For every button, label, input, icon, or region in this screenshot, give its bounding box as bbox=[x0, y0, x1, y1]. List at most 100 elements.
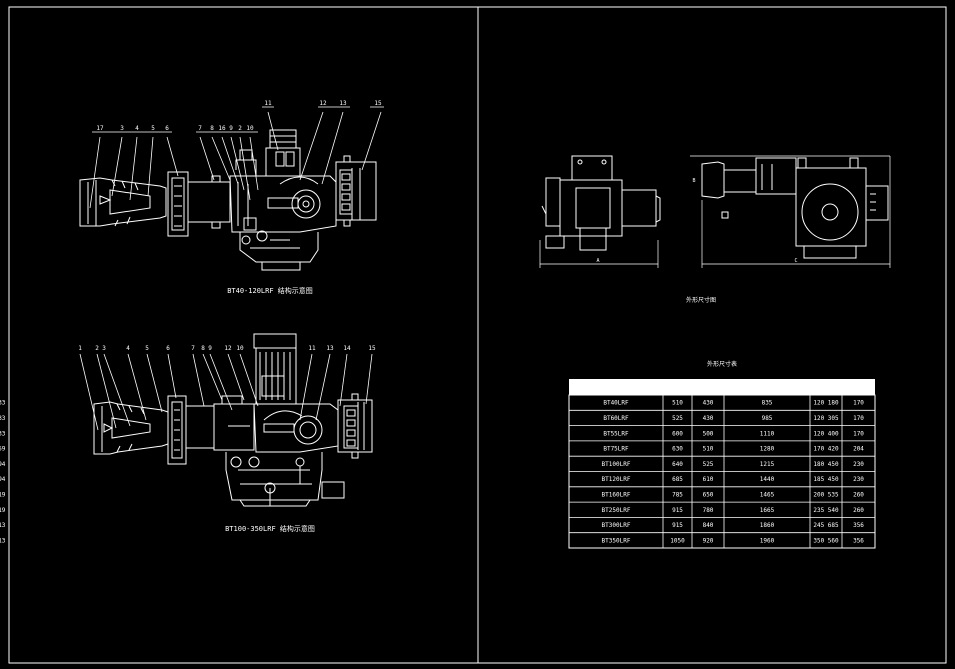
table-cell: 1860 bbox=[760, 522, 775, 529]
caption-bottom: BT100-350LRF 结构示意图 bbox=[225, 524, 315, 533]
table-cell: 230 bbox=[853, 476, 864, 483]
table-cell: 159 bbox=[0, 446, 6, 453]
table-cell: 1665 bbox=[760, 507, 775, 514]
outline-dimensions-front bbox=[690, 155, 891, 268]
callout-label: 14 bbox=[343, 345, 351, 352]
table-cell: 650 bbox=[703, 491, 714, 498]
table-cell: 430 bbox=[703, 415, 714, 422]
table-cell: 1280 bbox=[760, 446, 775, 453]
table-cell: 1215 bbox=[760, 461, 775, 468]
table-cell: 120 305 bbox=[813, 415, 839, 422]
callout-label: 10 bbox=[236, 345, 244, 352]
callout-label: 12 bbox=[224, 345, 232, 352]
table-cell: 685 bbox=[672, 476, 683, 483]
callout-label: 15 bbox=[374, 100, 382, 107]
table-cell: 835 bbox=[762, 400, 773, 407]
table-cell: 350 560 bbox=[813, 537, 839, 544]
callout-label: 4 bbox=[135, 125, 139, 132]
table-cell: 356 bbox=[853, 537, 864, 544]
outline-side-view bbox=[541, 155, 661, 251]
callout-label: 6 bbox=[166, 345, 170, 352]
table-cell: 1050 bbox=[670, 537, 685, 544]
table-model-cell: BT120LRF bbox=[602, 476, 631, 483]
table-cell: 180 450 bbox=[813, 461, 839, 468]
callout-label: 6 bbox=[165, 125, 169, 132]
callout-label: 3 bbox=[120, 125, 124, 132]
table-cell: 985 bbox=[762, 415, 773, 422]
outline-front-view bbox=[701, 157, 889, 259]
callout-label: 8 bbox=[210, 125, 214, 132]
table-cell: 194 bbox=[0, 476, 6, 483]
callout-label: 7 bbox=[198, 125, 202, 132]
table-cell: 525 bbox=[703, 461, 714, 468]
callout-label: 9 bbox=[229, 125, 233, 132]
table-cell: 610 bbox=[703, 476, 714, 483]
callout-label: 11 bbox=[308, 345, 316, 352]
table-model-cell: BT40LRF bbox=[603, 400, 629, 407]
callout-label: 13 bbox=[326, 345, 334, 352]
callout-label: 5 bbox=[145, 345, 149, 352]
callout-label: 12 bbox=[319, 100, 327, 107]
table-cell: 170 bbox=[853, 430, 864, 437]
callout-label: 15 bbox=[368, 345, 376, 352]
table-cell: 780 bbox=[703, 507, 714, 514]
table-cell: 356 bbox=[853, 522, 864, 529]
table-cell: 510 bbox=[703, 446, 714, 453]
table-model-cell: BT350LRF bbox=[602, 537, 631, 544]
table-cell: 1110 bbox=[760, 430, 775, 437]
table-cell: 245 685 bbox=[813, 522, 839, 529]
table-cell: 185 450 bbox=[813, 476, 839, 483]
callout-numbers-bottom: 1 2 3 4 5 6 7 8 9 12 10 11 13 14 15 bbox=[78, 345, 376, 352]
table-cell: 194 bbox=[0, 461, 6, 468]
callout-label: 4 bbox=[126, 345, 130, 352]
table-cell: 1440 bbox=[760, 476, 775, 483]
callout-label: 13 bbox=[339, 100, 347, 107]
table-cell: 170 420 bbox=[813, 446, 839, 453]
table-header-band bbox=[569, 379, 875, 395]
table-cell: 260 bbox=[853, 491, 864, 498]
table-cell: 500 bbox=[703, 430, 714, 437]
outline-dimensions-side bbox=[539, 240, 659, 268]
callout-label: 7 bbox=[191, 345, 195, 352]
table-model-cell: BT60LRF bbox=[603, 415, 629, 422]
callout-numbers-top: 17 3 4 5 6 7 8 16 9 2 10 11 12 13 15 bbox=[96, 100, 382, 132]
callout-leaders-top bbox=[89, 106, 384, 209]
caption-top: BT40-120LRF 结构示意图 bbox=[227, 286, 313, 295]
table-cell: 200 535 bbox=[813, 491, 839, 498]
table-cell: 840 bbox=[703, 522, 714, 529]
table-cell: 1465 bbox=[760, 491, 775, 498]
table-model-cell: BT300LRF bbox=[602, 522, 631, 529]
table-cell: 510 bbox=[672, 400, 683, 407]
table-title: 外形尺寸表 bbox=[707, 360, 737, 368]
table-model-cell: BT55LRF bbox=[603, 430, 629, 437]
table-cell: 640 bbox=[672, 461, 683, 468]
table-cell: 213 bbox=[0, 537, 6, 544]
table-cell: 213 bbox=[0, 522, 6, 529]
callout-label: 10 bbox=[246, 125, 254, 132]
table-cell: 525 bbox=[672, 415, 683, 422]
table-cell: 133 bbox=[0, 430, 6, 437]
callout-label: 5 bbox=[151, 125, 155, 132]
table-model-cell: BT100LRF bbox=[602, 461, 631, 468]
table-cell: 920 bbox=[703, 537, 714, 544]
burner-assembly-top bbox=[79, 129, 377, 271]
table-cell: 235 540 bbox=[813, 507, 839, 514]
table-cell: 785 bbox=[672, 491, 683, 498]
table-cell: 260 bbox=[853, 507, 864, 514]
table-cell: 133 bbox=[0, 400, 6, 407]
burner-assembly-bottom bbox=[93, 333, 373, 507]
table-cell: 630 bbox=[672, 446, 683, 453]
callout-label: 16 bbox=[218, 125, 226, 132]
callout-label: 2 bbox=[238, 125, 242, 132]
table-cell: 219 bbox=[0, 491, 6, 498]
outline-caption: 外形尺寸图 bbox=[686, 296, 716, 304]
table-cell: 120 180 bbox=[813, 400, 839, 407]
table-cell: 170 bbox=[853, 400, 864, 407]
table-cell: 600 bbox=[672, 430, 683, 437]
dimension-label-a: A bbox=[596, 258, 599, 264]
callout-leaders-bottom bbox=[79, 353, 373, 431]
table-model-cell: BT250LRF bbox=[602, 507, 631, 514]
dimension-label-b: B bbox=[692, 178, 695, 184]
